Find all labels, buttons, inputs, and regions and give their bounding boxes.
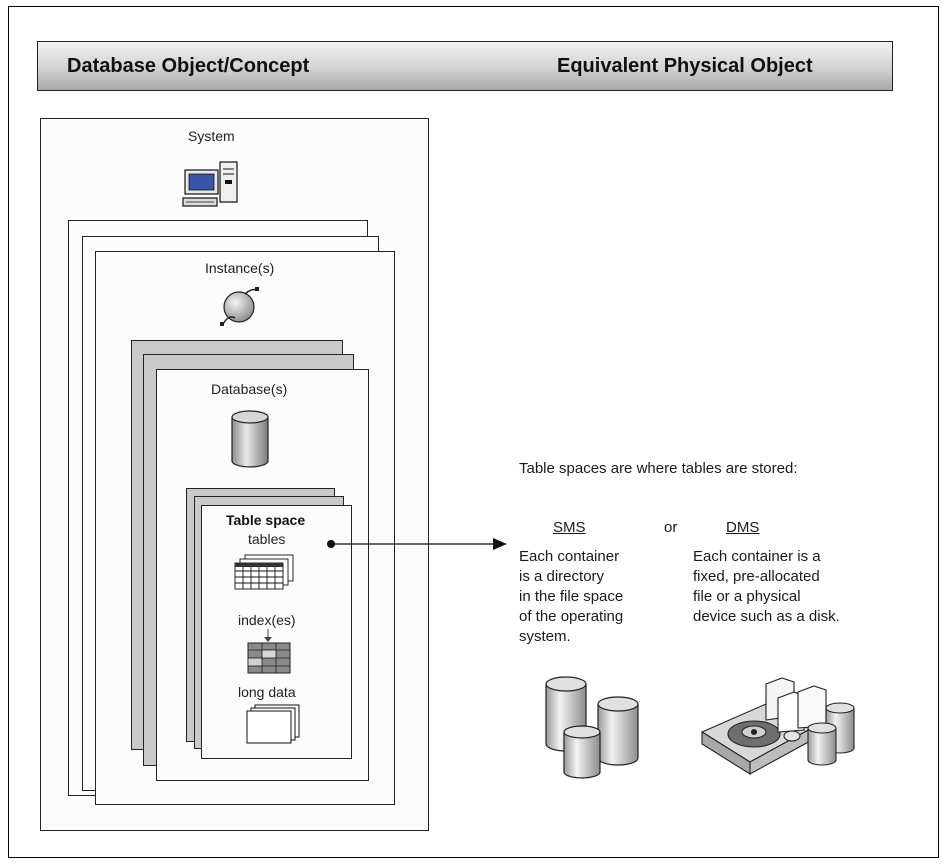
sms-heading: SMS	[553, 519, 586, 536]
system-label: System	[188, 128, 235, 144]
mapping-arrow-icon	[327, 538, 507, 550]
sms-line-2: is a directory	[519, 568, 605, 585]
sms-line-4: of the operating	[519, 608, 624, 625]
database-cylinder-icon	[231, 410, 269, 468]
sms-line-3: in the file space	[519, 588, 624, 605]
indexes-label: index(es)	[238, 612, 296, 628]
tablespace-title: Table space	[226, 512, 306, 528]
index-arrow-icon	[264, 629, 272, 642]
instance-sphere-icon	[220, 287, 260, 326]
sms-cylinders-icon	[545, 676, 639, 779]
physical-intro: Table spaces are where tables are stored…	[519, 460, 798, 477]
index-grid-icon	[247, 642, 291, 674]
sms-line-1: Each container	[519, 548, 620, 565]
sms-line-5: system.	[519, 628, 571, 645]
longdata-label: long data	[238, 684, 296, 700]
dms-disk-files-icon	[700, 677, 855, 775]
dms-line-2: fixed, pre-allocated	[693, 568, 820, 585]
instance-label: Instance(s)	[205, 260, 275, 276]
header-bar: Database Object/Concept Equivalent Physi…	[37, 41, 893, 91]
computer-icon	[182, 161, 238, 207]
dms-line-1: Each container is a	[693, 548, 821, 565]
header-right-title: Equivalent Physical Object	[557, 55, 813, 77]
long-data-pages-icon	[246, 704, 300, 744]
header-left-title: Database Object/Concept	[67, 55, 310, 77]
or-word: or	[664, 519, 678, 536]
dms-heading: DMS	[726, 519, 760, 536]
tables-label: tables	[248, 531, 286, 547]
tables-grid-icon	[234, 554, 294, 590]
database-label: Database(s)	[211, 381, 288, 397]
dms-line-3: file or a physical	[693, 588, 801, 605]
dms-line-4: device such as a disk.	[693, 608, 840, 625]
